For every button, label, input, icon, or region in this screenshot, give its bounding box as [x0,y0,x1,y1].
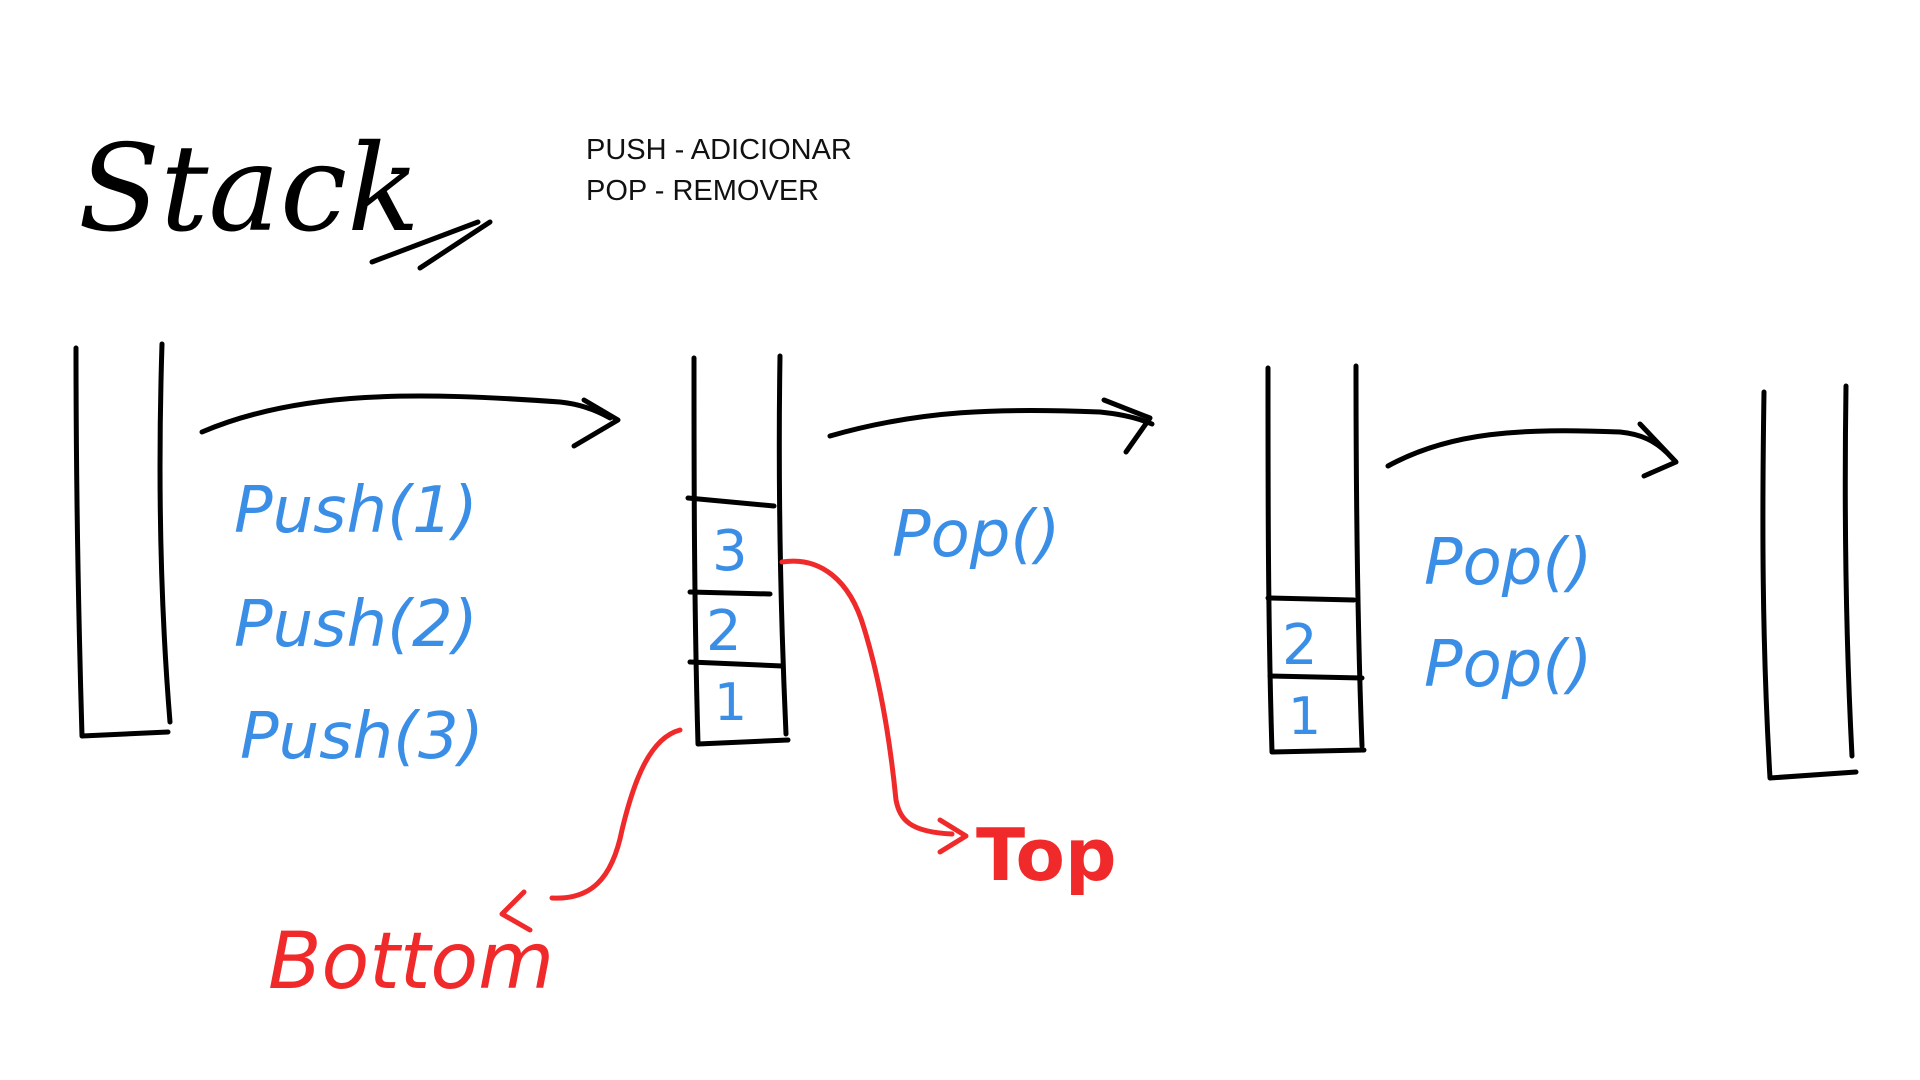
stack-full-item-3: 3 [712,519,748,584]
operation-legend: PUSH - ADICIONAR POP - REMOVER [586,130,852,212]
arrow-pop-2-head [1637,421,1679,479]
arrow-pop-1 [827,407,1155,439]
operation-push-2: Push(2) [234,588,478,662]
stack-after-pop [1265,363,1367,755]
arrow-push [199,393,613,435]
stack-after-pop-item-2: 2 [1282,613,1318,678]
label-bottom: Bottom [268,917,554,1007]
arrow-to-bottom [549,727,683,901]
arrow-to-bottom-head [499,889,533,933]
label-top: Top [976,813,1117,897]
legend-push: PUSH - ADICIONAR [586,134,852,166]
operation-pop-a: Pop() [892,498,1060,572]
stack-empty-initial [73,341,173,739]
operation-pop-c: Pop() [1424,628,1592,702]
arrow-pop-2 [1385,428,1675,469]
arrow-to-top-head [937,817,969,855]
operation-pop-b: Pop() [1424,526,1592,600]
stack-full [685,353,791,747]
stack-full-item-2: 2 [706,599,742,664]
legend-pop: POP - REMOVER [586,175,820,207]
title-underline-1 [369,219,481,265]
title: Stack [78,120,420,259]
stack-empty-final [1760,383,1859,781]
arrow-to-top [779,558,955,837]
operation-push-3: Push(3) [240,700,484,774]
title-underline-2 [417,219,493,271]
stack-full-item-1: 1 [714,673,747,733]
arrow-push-head [571,397,621,449]
stack-after-pop-item-1: 1 [1288,687,1321,747]
arrow-pop-1-head [1101,397,1153,455]
operation-push-1: Push(1) [234,474,478,548]
